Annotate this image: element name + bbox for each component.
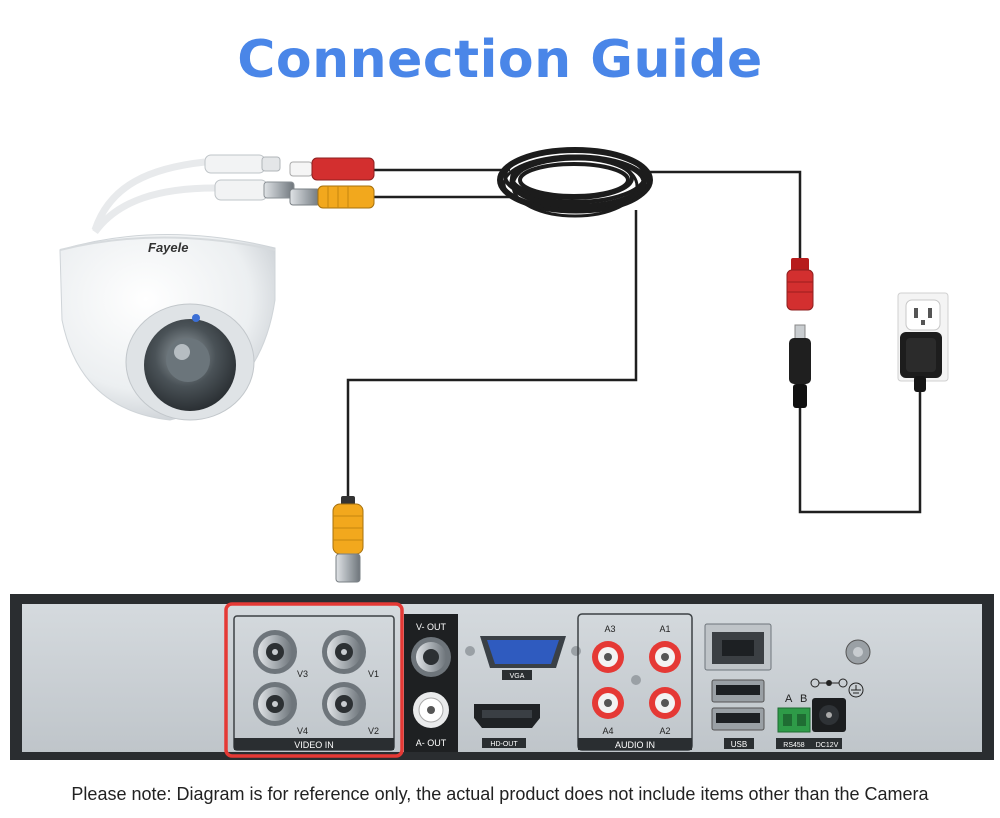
vout-label: V- OUT [416,622,447,632]
power-adapter-icon [900,332,942,392]
camera-plugs [289,157,375,209]
audio-port-a1 [649,641,681,673]
aout-port [413,692,449,728]
dvr-rear-panel: VIDEO IN V3 V1 V4 V2 V- OUT [10,594,994,760]
dc-power-jack [812,698,846,732]
usb-label: USB [731,740,747,749]
dome-camera-icon: Fayele [59,154,295,421]
dc-label: DC12V [816,742,839,749]
bnc-port-v4 [253,682,297,726]
audio-port-a4 [592,687,624,719]
port-label-v3: V3 [297,669,308,679]
audio-port-a2 [649,687,681,719]
bnc-port-v1 [322,630,366,674]
lan-port [704,623,772,671]
terminal-b-label: B [800,693,807,705]
audio-label-a2: A2 [659,726,670,736]
audio-label-a4: A4 [602,726,613,736]
rs485-label: RS458 [783,742,805,749]
vout-port [411,637,451,677]
screw-icon [631,675,641,685]
aout-label: A- OUT [416,738,447,748]
port-label-v2: V2 [368,726,379,736]
terminal-a-label: A [785,693,793,705]
page-title: Connection Guide [237,30,763,90]
hdout-label: HD-OUT [490,741,518,748]
vga-label: VGA [510,673,525,680]
camera-brand: Fayele [148,240,188,255]
port-label-v1: V1 [368,669,379,679]
audio-label-a1: A1 [659,624,670,634]
cable-coil-icon [497,147,653,218]
video-in-highlight [224,602,404,758]
dc-polarity-icon [810,678,848,688]
bnc-port-v2 [322,682,366,726]
hdmi-port [474,704,540,728]
rs485-terminal [777,707,811,733]
audio-port-a3 [592,641,624,673]
audio-in-label: AUDIO IN [615,740,655,750]
bnc-port-v3 [253,630,297,674]
vga-port [465,636,581,668]
ground-icon [845,639,871,698]
disclaimer-note: Please note: Diagram is for reference on… [71,784,929,804]
usb-port [711,679,765,731]
dvr-bnc-plug [332,496,364,583]
dc-connectors [786,258,814,408]
cable-lines [346,168,922,514]
audio-label-a3: A3 [604,624,615,634]
port-label-v4: V4 [297,726,308,736]
video-in-label: VIDEO IN [294,740,334,750]
